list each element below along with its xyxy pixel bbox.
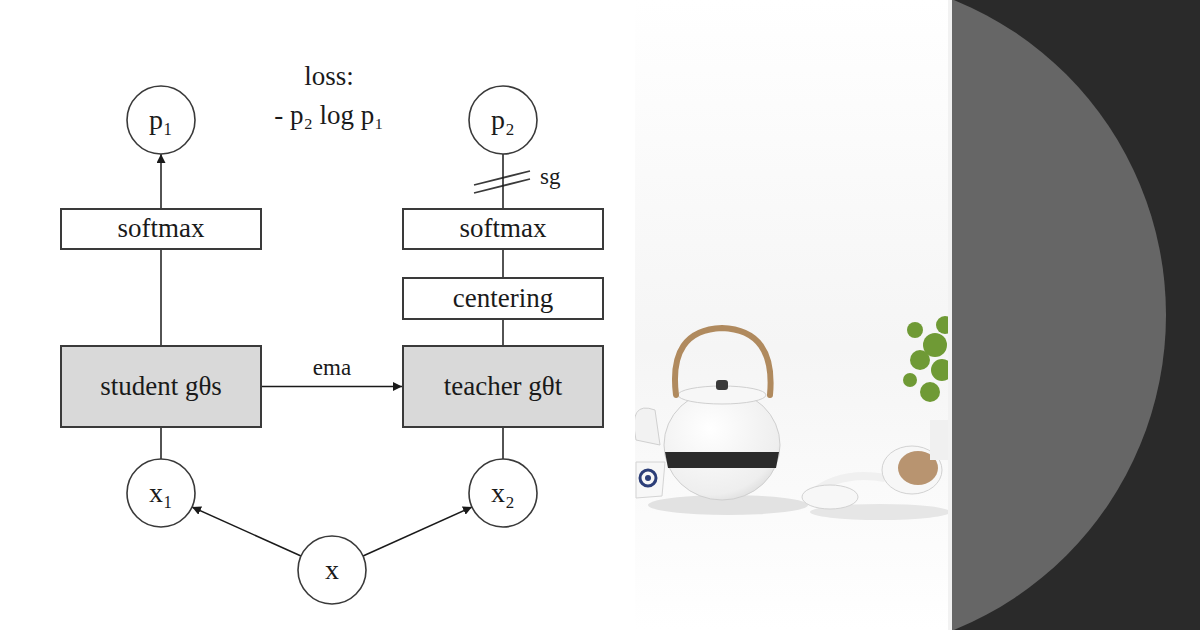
centering-box: centering: [402, 277, 604, 320]
connector-arrow: [192, 507, 301, 556]
connector-line: [160, 428, 162, 459]
headphone-cup: [802, 485, 858, 509]
teapot-knob: [716, 380, 728, 390]
grey-semicircle: [952, 0, 1166, 630]
node-text: x: [325, 555, 339, 586]
circle-shape: [127, 459, 195, 527]
cup: [636, 462, 665, 498]
node-text: centering: [453, 284, 553, 314]
circle-shape: [469, 459, 537, 527]
diagram-ground: [0, 0, 635, 630]
output-circle: p₁: [126, 85, 196, 155]
plant-pot: [930, 420, 948, 460]
connector-line: [502, 250, 504, 277]
connector-line: [502, 320, 504, 345]
node-text: x₁: [149, 478, 173, 509]
teapot-band: [665, 452, 779, 468]
cup-pattern: [640, 470, 656, 486]
divider: [948, 0, 952, 630]
plant-leaves: [903, 316, 948, 402]
softmax-box: softmax: [60, 208, 262, 250]
loss-formula: loss:: [304, 62, 354, 92]
input-circle: x: [297, 535, 367, 605]
node-text: p₂: [491, 105, 515, 136]
input-circle: x₂: [468, 458, 538, 528]
teapot-handle: [675, 328, 771, 395]
dark-panel: [952, 0, 1200, 630]
cup-pattern: [645, 475, 651, 481]
teapot-body: [664, 390, 780, 500]
node-text: x₂: [491, 478, 515, 509]
node-text: student gθs: [100, 372, 222, 402]
circle-shape: [298, 536, 366, 604]
connector-line: [160, 250, 162, 345]
connector-arrow: [363, 507, 472, 556]
stop-gradient-mark: [474, 171, 530, 193]
photo-ground: [635, 0, 948, 630]
edge-label: ema: [311, 355, 353, 380]
teapot-photo: [635, 0, 948, 630]
stop-gradient-label: sg: [540, 164, 560, 189]
softmax-box: softmax: [402, 208, 604, 250]
connector-line: [502, 154, 504, 208]
node-text: p₁: [149, 105, 173, 136]
network-box: student gθs: [60, 345, 262, 428]
loss-formula: - p₂ log p₁: [274, 101, 384, 131]
node-text: softmax: [460, 214, 547, 244]
node-text: softmax: [118, 214, 205, 244]
connector-line: [502, 428, 504, 459]
output-circle: p₂: [468, 85, 538, 155]
input-circle: x₁: [126, 458, 196, 528]
network-box: teacher gθt: [402, 345, 604, 428]
circle-shape: [127, 86, 195, 154]
node-text: teacher gθt: [444, 372, 563, 402]
teapot-spout: [635, 408, 660, 445]
circle-shape: [469, 86, 537, 154]
connector-arrow: [262, 386, 402, 388]
connector-arrow: [160, 154, 162, 208]
